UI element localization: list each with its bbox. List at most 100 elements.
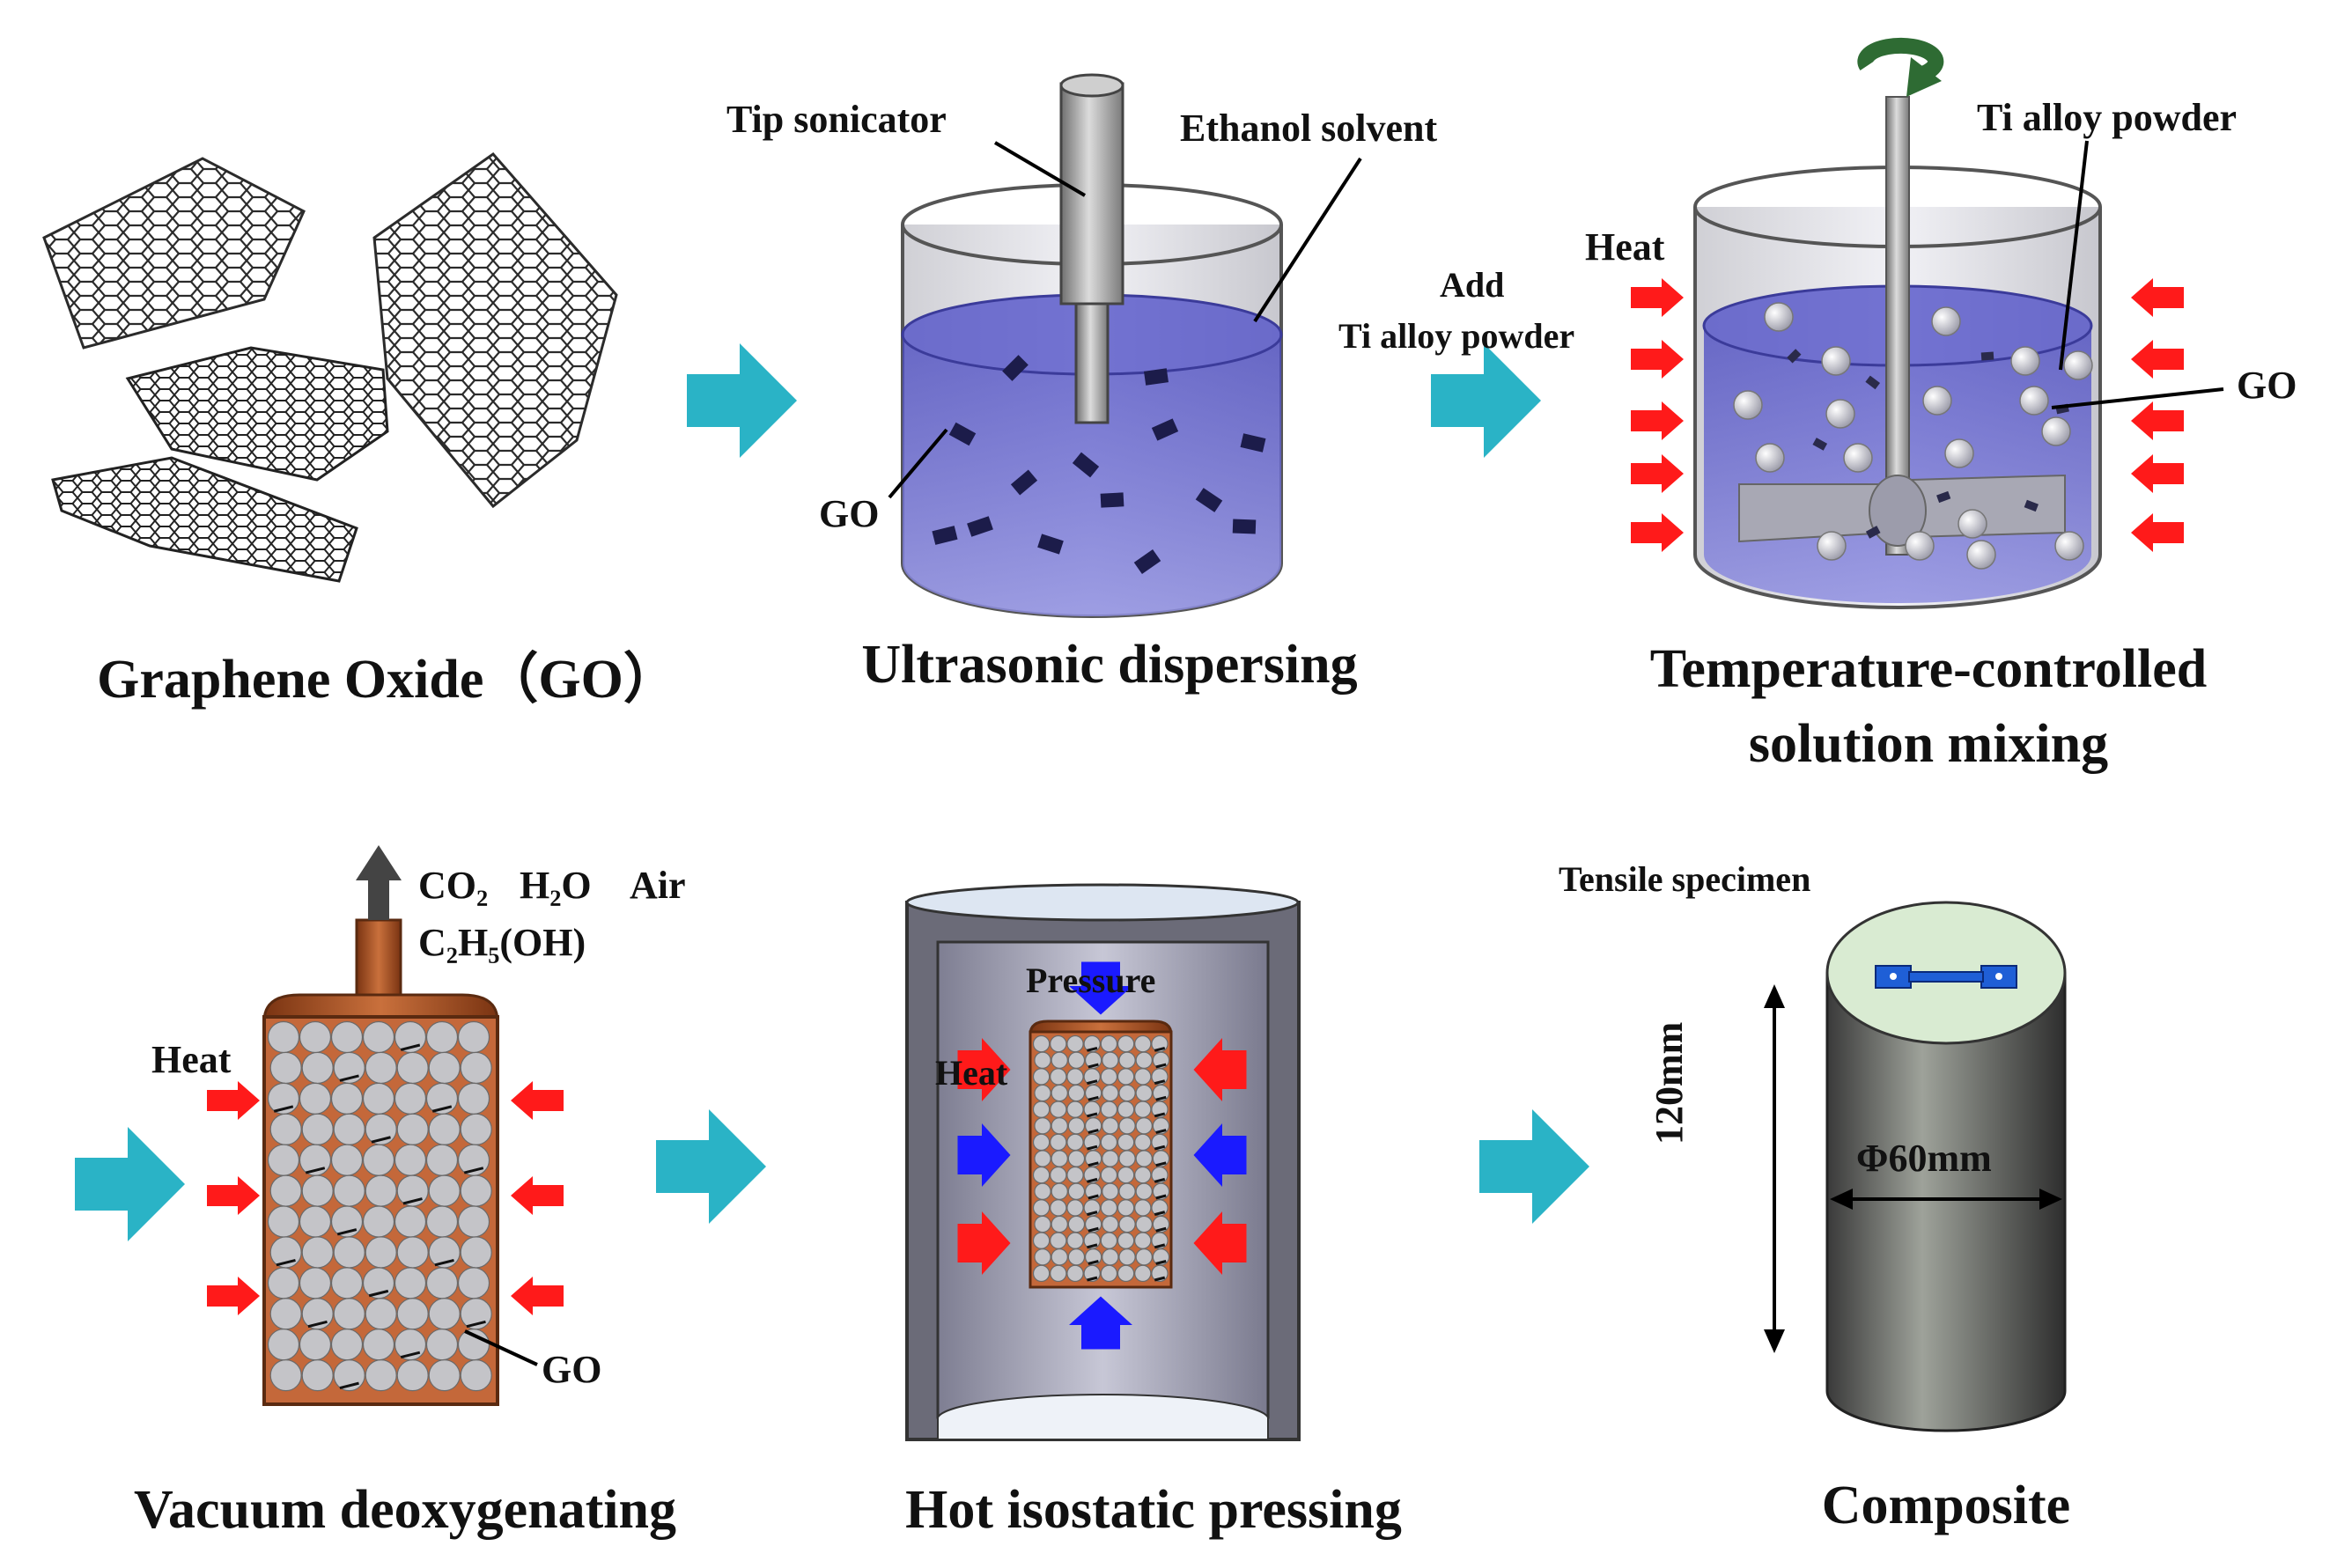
ti-particle xyxy=(1817,531,1847,561)
powder-particle xyxy=(1067,1084,1086,1102)
powder-particle xyxy=(1118,1248,1136,1266)
go-sheet-1 xyxy=(42,157,306,350)
powder-particle xyxy=(1066,1264,1084,1283)
composite-cylinder xyxy=(1764,901,2067,1432)
go-flake xyxy=(400,1043,421,1051)
powder-particle xyxy=(301,1051,334,1085)
powder-particle xyxy=(1066,1166,1084,1184)
heat-arrow xyxy=(1631,278,1684,317)
heat-arrow xyxy=(2131,513,2184,552)
powder-particle xyxy=(457,1020,490,1054)
go-flake xyxy=(1088,1226,1099,1233)
powder-particle xyxy=(1034,1051,1051,1069)
rotation-arrow xyxy=(1857,37,1944,83)
powder-particle xyxy=(362,1144,395,1176)
powder-particle xyxy=(1050,1133,1067,1152)
powder-particle xyxy=(267,1144,300,1176)
powder-particle xyxy=(1100,1101,1118,1118)
ti-particle xyxy=(1843,443,1873,473)
powder-particle xyxy=(1134,1199,1152,1217)
powder-particle xyxy=(1102,1215,1119,1233)
mixing-beaker xyxy=(1693,37,2102,609)
powder-particle xyxy=(1100,1166,1118,1184)
ti-alloy-particles xyxy=(1733,302,2093,570)
powder-particle xyxy=(1117,1232,1135,1249)
go-flake xyxy=(1155,1226,1167,1233)
go-sheet-4 xyxy=(51,456,358,583)
powder-particle xyxy=(1066,1133,1084,1152)
powder-particle xyxy=(1134,1264,1152,1283)
label-heat-vacuum: Heat xyxy=(151,1038,232,1081)
powder-particle xyxy=(1032,1133,1051,1152)
powder-particle xyxy=(1067,1051,1086,1069)
heat-arrow xyxy=(2131,454,2184,493)
go-flake xyxy=(1232,519,1257,534)
go-flake xyxy=(1088,1194,1099,1200)
label-ethanol-vapor: C₂H₅(OH) xyxy=(418,921,586,964)
heat-arrow xyxy=(511,1277,564,1315)
powder-particle xyxy=(1100,1133,1118,1152)
go-flake xyxy=(1088,1260,1099,1265)
powder-particle xyxy=(1034,1084,1051,1102)
go-flake xyxy=(1072,452,1100,478)
caption-vacuum-deoxygenating: Vacuum deoxygenating xyxy=(133,1480,677,1540)
go-flake xyxy=(307,1320,328,1329)
powder-particle xyxy=(330,1267,364,1299)
powder-particle xyxy=(1100,1264,1118,1283)
powder-particle xyxy=(1134,1034,1152,1053)
powder-particle xyxy=(1067,1248,1086,1266)
label-height-120mm: 120mm xyxy=(1648,1021,1691,1145)
ti-particle xyxy=(1825,399,1855,429)
powder-particle xyxy=(396,1298,429,1330)
powder-particle xyxy=(330,1329,364,1361)
label-tensile-specimen: Tensile specimen xyxy=(1559,859,1811,899)
stirrer-blade-left xyxy=(1738,483,1890,543)
vacuum-canister xyxy=(262,845,499,1406)
caption-hot-isostatic-pressing: Hot isostatic pressing xyxy=(905,1480,1402,1540)
powder-particle xyxy=(1051,1182,1068,1200)
go-flake xyxy=(1144,368,1169,386)
powder-particle xyxy=(1051,1248,1068,1266)
label-go-vacuum: GO xyxy=(542,1348,602,1391)
powder-particle xyxy=(425,1329,459,1361)
powder-particle xyxy=(1135,1248,1153,1266)
go-flake xyxy=(1088,1095,1099,1101)
ti-particle xyxy=(2019,386,2049,416)
diameter-dimension xyxy=(1830,1189,2062,1210)
powder-packing xyxy=(267,1020,492,1392)
go-flake xyxy=(1980,351,1994,361)
pressure-arrows xyxy=(957,961,1247,1350)
powder-particle xyxy=(394,1205,427,1238)
ti-particle xyxy=(2054,531,2084,561)
powder-particle xyxy=(1117,1166,1135,1184)
ti-particle xyxy=(1764,302,1794,332)
powder-particle xyxy=(394,1082,427,1115)
caption-mixing-line1: Temperature-controlled xyxy=(1649,639,2208,699)
powder-particle xyxy=(1100,1034,1118,1053)
go-flake xyxy=(1154,1112,1166,1118)
flow-arrow xyxy=(687,343,797,458)
powder-particle xyxy=(457,1205,490,1238)
powder-particle xyxy=(1102,1150,1119,1167)
heat-arrow xyxy=(957,1211,1011,1275)
go-flake xyxy=(336,1228,358,1236)
go-flake xyxy=(1240,433,1266,453)
powder-particle xyxy=(269,1174,302,1207)
powder-particle xyxy=(1117,1133,1135,1152)
powder-particle xyxy=(1067,1182,1086,1200)
powder-particle xyxy=(1118,1150,1136,1167)
go-flake xyxy=(1155,1161,1167,1167)
powder-particle xyxy=(1051,1084,1068,1102)
flow-arrow xyxy=(1479,1109,1589,1224)
powder-particle xyxy=(1135,1084,1153,1102)
powder-particle xyxy=(330,1144,364,1176)
powder-particle xyxy=(1117,1034,1135,1053)
label-h2o: H₂O xyxy=(520,864,592,907)
powder-particle xyxy=(1102,1051,1119,1069)
go-flake xyxy=(1087,1276,1098,1282)
go-flake xyxy=(1151,418,1179,441)
gas-out-arrow xyxy=(356,845,402,920)
go-flake xyxy=(1155,1129,1167,1134)
tensile-specimen-shape xyxy=(1875,965,2017,989)
